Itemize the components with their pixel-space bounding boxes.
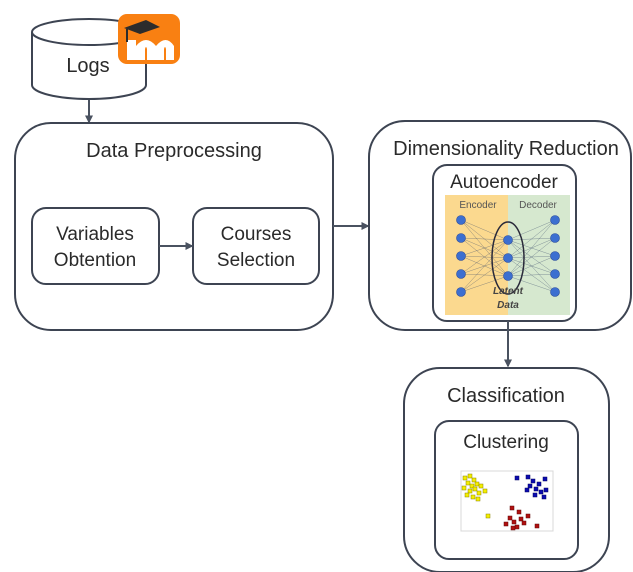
latent-label-line1: Latent [493, 286, 524, 297]
logs-label: Logs [66, 55, 109, 77]
cluster-point [532, 492, 538, 498]
variables-obtention-line2: Obtention [54, 250, 136, 271]
network-edge [507, 275, 556, 293]
network-edge [507, 237, 556, 277]
classification-box: Classification Clustering [403, 367, 610, 572]
cluster-point [461, 485, 467, 491]
cluster-point [533, 486, 539, 492]
network-neuron [550, 251, 560, 261]
cluster-point [536, 481, 542, 487]
network-neuron [456, 233, 466, 243]
latent-neuron [503, 253, 513, 263]
decoder-region [508, 195, 570, 315]
cluster-point [475, 496, 481, 502]
network-edge [507, 219, 556, 259]
cluster-point [534, 523, 540, 529]
cluster-point [542, 476, 548, 482]
latent-neuron [503, 235, 513, 245]
data-preprocessing-box: Data Preprocessing Variables Obtention C… [14, 122, 334, 331]
cluster-point [518, 516, 524, 522]
cluster-point [514, 475, 520, 481]
cluster-point [507, 515, 513, 521]
encoder-label: Encoder [459, 200, 497, 211]
cluster-point [527, 483, 533, 489]
clustering-title: Clustering [463, 432, 549, 453]
network-edge [507, 219, 556, 241]
cluster-point [511, 519, 517, 525]
courses-selection-line2: Selection [217, 250, 295, 271]
cluster-point [530, 478, 536, 484]
encoder-region [445, 195, 508, 315]
cluster-point [474, 481, 480, 487]
cluster-point [472, 486, 478, 492]
classification-title: Classification [447, 385, 565, 407]
network-edge [460, 257, 509, 293]
network-edge [460, 219, 509, 241]
moodle-logo-icon [118, 14, 180, 64]
cluster-point [476, 490, 482, 496]
decoder-label: Decoder [519, 200, 557, 211]
cluster-point [465, 480, 471, 486]
latent-neuron [503, 271, 513, 281]
variables-obtention-line1: Variables [56, 224, 134, 245]
cluster-point [467, 488, 473, 494]
cluster-point [464, 492, 470, 498]
network-connections [460, 219, 556, 293]
cluster-point [514, 524, 520, 530]
cluster-point [543, 487, 549, 493]
network-neuron [456, 269, 466, 279]
cluster-point [503, 521, 509, 527]
network-neuron [550, 269, 560, 279]
courses-selection-line1: Courses [221, 224, 292, 245]
network-edge [460, 237, 509, 241]
logs-database: Logs [31, 18, 147, 100]
network-neuron [550, 233, 560, 243]
variables-obtention-box [31, 207, 160, 285]
cluster-point [467, 473, 473, 479]
cluster-point [470, 494, 476, 500]
autoencoder-title: Autoencoder [450, 172, 558, 193]
network-neuron [550, 215, 560, 225]
network-neuron [456, 215, 466, 225]
network-neuron [456, 287, 466, 297]
cluster-point [538, 489, 544, 495]
cluster-point [469, 483, 475, 489]
network-neuron [550, 287, 560, 297]
cluster-point [462, 475, 468, 481]
courses-selection-box [192, 207, 320, 285]
preprocessing-title: Data Preprocessing [86, 140, 262, 162]
scatter-points [461, 473, 549, 531]
cluster-point [521, 520, 527, 526]
cluster-point [510, 525, 516, 531]
network-edge [507, 219, 556, 277]
autoencoder-network: Encoder Decoder Latent Data [445, 195, 570, 315]
cluster-point [525, 513, 531, 519]
network-neuron [456, 251, 466, 261]
cluster-point [485, 513, 491, 519]
network-edge [507, 273, 556, 277]
reduction-title: Dimensionality Reduction [393, 138, 619, 160]
cluster-point [516, 509, 522, 515]
network-neurons [456, 215, 560, 297]
network-edge [460, 239, 509, 275]
network-edge [460, 239, 509, 257]
network-edge [460, 239, 509, 293]
latent-label-line2: Data [497, 300, 519, 311]
cluster-point [541, 494, 547, 500]
cluster-point [471, 477, 477, 483]
cluster-point [478, 483, 484, 489]
dimensionality-reduction-box: Dimensionality Reduction Autoencoder Enc… [368, 120, 632, 331]
cluster-point [524, 487, 530, 493]
cluster-point [509, 505, 515, 511]
network-edge [507, 255, 556, 277]
latent-layer-outline [491, 221, 525, 295]
network-edge [460, 275, 509, 293]
cluster-point [525, 474, 531, 480]
cluster-point [482, 488, 488, 494]
